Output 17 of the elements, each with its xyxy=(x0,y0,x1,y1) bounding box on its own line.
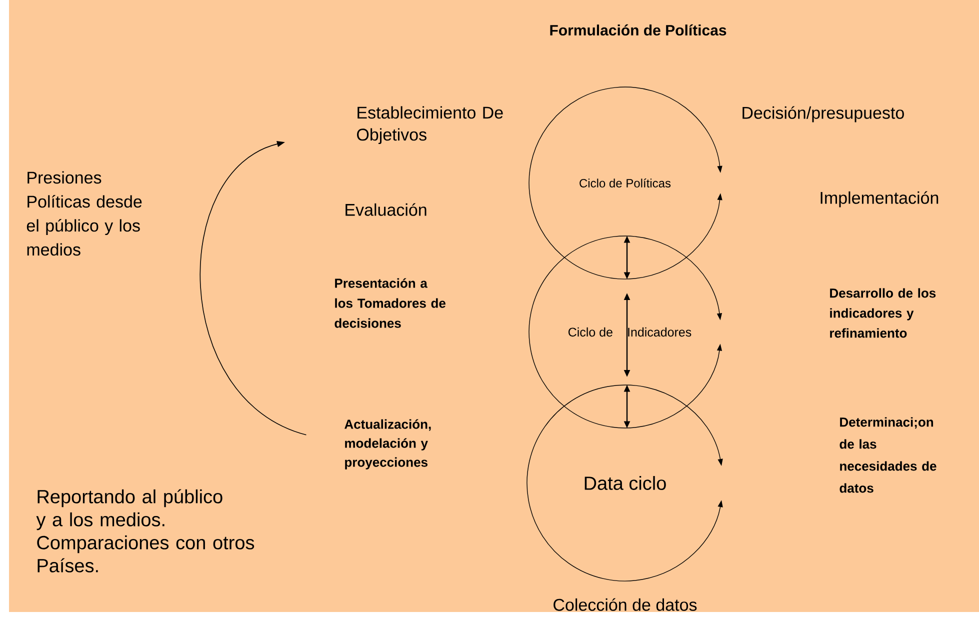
node-label: Ciclo de xyxy=(568,327,612,337)
stage-text: Establecimiento De Objetivos xyxy=(357,106,503,144)
title: Formulación de Políticas xyxy=(550,24,726,36)
curved-arrow xyxy=(200,140,307,436)
stage-label: Evaluación xyxy=(346,203,426,216)
node-label: Indicadores xyxy=(628,327,692,337)
note-text: Reportando al público y a los medios. Comparaciones con otros Países. xyxy=(36,489,254,572)
stage-label: Colección de datos xyxy=(554,598,697,611)
stage-label: Determinaci;on de las necesidades de datos xyxy=(840,417,936,493)
note-text: Presiones Políticas desde el público y los medios xyxy=(26,171,142,256)
stage-label: Presentación a los Tomadores de decisiones xyxy=(334,278,446,328)
node-label: Ciclo de Políticas xyxy=(580,178,671,188)
stage-label: Implementación xyxy=(820,191,938,208)
stage-label: Decisión/presupuesto xyxy=(742,106,904,122)
stage-label: Desarrollo de los indicadores y refinamiento xyxy=(830,288,936,338)
stage-text: Actualización, modelación y proyecciones xyxy=(344,419,431,470)
node-label: Data ciclo xyxy=(584,476,666,490)
